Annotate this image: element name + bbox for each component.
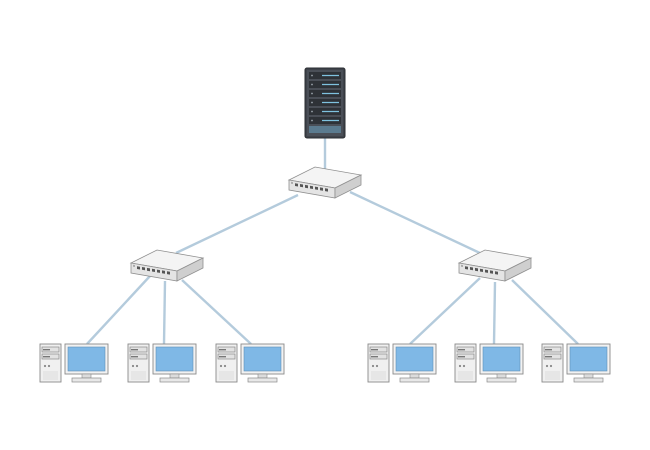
link-left-switch-to-pc-2 [162, 280, 167, 345]
link-core-switch-to-left-switch [175, 193, 299, 255]
workstation-node-pc-4 [367, 343, 437, 383]
link-left-switch-to-pc-1 [86, 275, 151, 345]
network-switch-icon [458, 249, 532, 282]
nodes-layer [39, 67, 611, 383]
workstation-node-pc-6 [541, 343, 611, 383]
link-core-switch-to-right-switch [349, 190, 483, 256]
server-node-server [304, 67, 346, 139]
desktop-computer-icon [127, 343, 197, 383]
desktop-computer-icon [367, 343, 437, 383]
desktop-computer-icon [39, 343, 109, 383]
workstation-node-pc-2 [127, 343, 197, 383]
workstation-node-pc-5 [454, 343, 524, 383]
desktop-computer-icon [215, 343, 285, 383]
workstation-node-pc-3 [215, 343, 285, 383]
desktop-computer-icon [541, 343, 611, 383]
network-switch-icon [130, 249, 204, 282]
link-left-switch-to-pc-3 [181, 279, 252, 345]
desktop-computer-icon [454, 343, 524, 383]
switch-node-left-switch [130, 249, 204, 282]
links-layer [86, 138, 579, 345]
switch-node-right-switch [458, 249, 532, 282]
link-right-switch-to-pc-4 [409, 277, 481, 345]
link-right-switch-to-pc-6 [511, 279, 579, 345]
server-rack-icon [304, 67, 346, 139]
link-right-switch-to-pc-5 [492, 281, 497, 345]
workstation-node-pc-1 [39, 343, 109, 383]
